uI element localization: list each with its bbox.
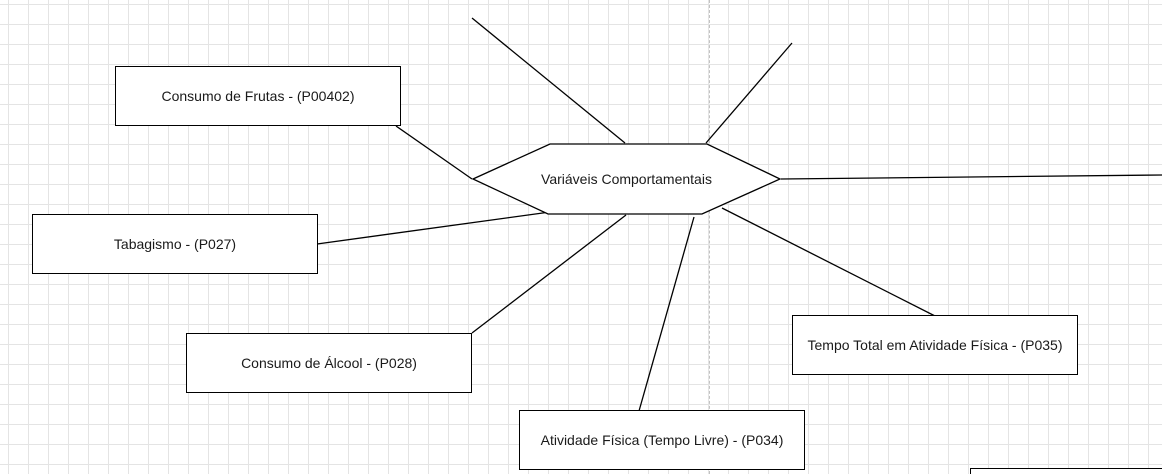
node-atividade-fisica-tempo-livre[interactable]: Atividade Física (Tempo Livre) - (P034)	[519, 410, 805, 470]
connector-atividade-livre[interactable]	[638, 216, 695, 412]
connector-offscreen-top-right[interactable]	[705, 42, 793, 144]
node-consumo-alcool[interactable]: Consumo de Álcool - (P028)	[186, 333, 472, 393]
node-tabagismo[interactable]: Tabagismo - (P027)	[32, 214, 318, 274]
connector-frutas[interactable]	[395, 125, 473, 180]
node-label: Tempo Total em Atividade Física - (P035)	[807, 337, 1063, 353]
connector-offscreen-right[interactable]	[780, 174, 1162, 180]
node-consumo-frutas[interactable]: Consumo de Frutas - (P00402)	[115, 66, 401, 126]
connector-tabagismo[interactable]	[316, 211, 551, 245]
vertical-guide-line	[709, 0, 710, 474]
connector-tempo-total[interactable]	[721, 207, 936, 317]
connector-alcool[interactable]	[471, 214, 627, 334]
node-label: Consumo de Álcool - (P028)	[241, 355, 417, 371]
node-label: Consumo de Frutas - (P00402)	[161, 88, 355, 104]
node-label: Tabagismo - (P027)	[113, 236, 237, 252]
node-label: Atividade Física (Tempo Livre) - (P034)	[540, 432, 784, 448]
connector-offscreen-top-left[interactable]	[471, 17, 626, 144]
hub-variaveis-comportamentais[interactable]: Variáveis Comportamentais	[472, 143, 781, 215]
node-partial-offscreen[interactable]	[970, 468, 1162, 474]
hub-label: Variáveis Comportamentais	[541, 171, 712, 187]
hexagon-shape	[472, 143, 781, 215]
node-tempo-total-atividade-fisica[interactable]: Tempo Total em Atividade Física - (P035)	[792, 315, 1078, 375]
